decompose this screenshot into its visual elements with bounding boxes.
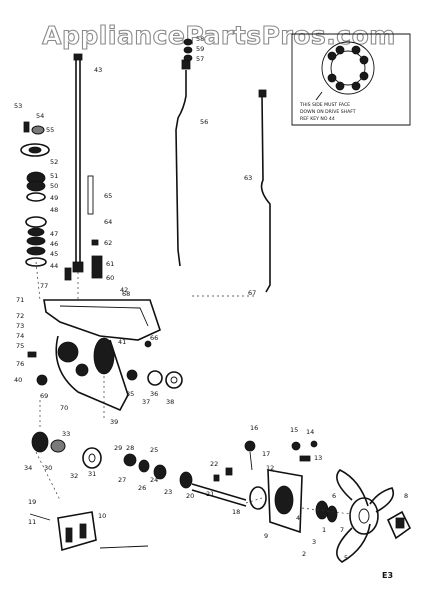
propshaft-assembly	[31, 431, 338, 534]
bearing-inset: THIS SIDE MUST FACE DOWN ON DRIVE SHAFT …	[291, 33, 411, 126]
callout-60: 60	[106, 274, 114, 282]
callout-30: 30	[44, 464, 52, 472]
callout-66: 66	[150, 334, 158, 342]
callout-34: 34	[24, 464, 32, 472]
callout-72: 72	[16, 312, 24, 320]
callout-50: 50	[50, 182, 58, 190]
callout-7: 7	[340, 526, 344, 534]
callout-1: 1	[322, 526, 326, 534]
callout-63: 63	[244, 174, 252, 182]
callout-57: 57	[196, 55, 204, 63]
callout-42: 42	[120, 286, 128, 294]
callout-8: 8	[404, 492, 408, 500]
callout-35: 35	[126, 390, 134, 398]
watermark-text: AppliancePartsPros.com	[42, 21, 396, 50]
inset-note-line-1: THIS SIDE MUST FACE	[299, 102, 350, 108]
callout-19: 19	[28, 498, 36, 506]
leader-lines	[35, 261, 351, 515]
callout-27: 27	[118, 476, 126, 484]
callout-64: 64	[104, 218, 112, 226]
callout-36: 36	[150, 390, 158, 398]
callout-3: 3	[312, 538, 316, 546]
callout-49: 49	[50, 194, 58, 202]
callout-16: 16	[250, 424, 258, 432]
callout-76: 76	[16, 360, 24, 368]
callout-62: 62	[104, 239, 112, 247]
callout-2: 2	[302, 550, 306, 558]
inset-note-line-2: DOWN ON DRIVE SHAFT	[300, 109, 356, 115]
upper-bearing-stack	[20, 121, 50, 267]
propeller	[336, 469, 412, 563]
callout-40: 40	[14, 376, 22, 384]
callout-59: 59	[196, 45, 204, 53]
callout-58: 58	[196, 35, 204, 43]
callout-47: 47	[50, 230, 58, 238]
callout-74: 74	[16, 332, 24, 340]
callout-61: 61	[106, 260, 114, 268]
callout-10: 10	[98, 512, 106, 520]
water-tube	[258, 89, 271, 293]
callout-70: 70	[60, 404, 68, 412]
callout-46: 46	[50, 240, 58, 248]
callout-56: 56	[200, 118, 208, 126]
callout-32: 32	[70, 472, 78, 480]
callout-68: 68	[122, 290, 130, 298]
callout-20: 20	[186, 492, 194, 500]
callout-71: 71	[16, 296, 24, 304]
lower-bracket	[29, 511, 149, 552]
callout-29: 29	[114, 444, 122, 452]
callout-53: 53	[14, 102, 22, 110]
callout-24: 24	[150, 476, 158, 484]
callout-39: 39	[110, 418, 118, 426]
callout-25: 25	[150, 446, 158, 454]
callout-22: 22	[210, 460, 218, 468]
callout-23: 23	[164, 488, 172, 496]
gearcase-housing	[27, 299, 161, 412]
callout-18: 18	[232, 508, 240, 516]
callout-77: 77	[40, 282, 48, 290]
callout-12: 12	[266, 464, 274, 472]
callout-14: 14	[306, 428, 314, 436]
callout-28: 28	[126, 444, 134, 452]
callout-4: 4	[296, 514, 300, 522]
callout-52: 52	[50, 158, 58, 166]
gearcase-washers	[126, 340, 183, 389]
callout-54: 54	[36, 112, 44, 120]
callout-21: 21	[206, 490, 214, 498]
inset-note-line-3: REF KEY NO 44	[300, 116, 335, 122]
callout-55: 55	[46, 126, 54, 134]
callout-31: 31	[88, 470, 96, 478]
callout-37: 37	[142, 398, 150, 406]
callout-5: 5	[344, 554, 348, 562]
callout-11: 11	[28, 518, 36, 526]
callout-26: 26	[138, 484, 146, 492]
callout-69: 69	[40, 392, 48, 400]
callout-13: 13	[314, 454, 322, 462]
driveshaft	[72, 53, 84, 273]
callout-9: 9	[264, 532, 268, 540]
callout-38: 38	[166, 398, 174, 406]
mid-shaft-parts	[64, 175, 103, 281]
callout-65: 65	[104, 192, 112, 200]
page-number: E3	[382, 571, 393, 580]
callout-15: 15	[290, 426, 298, 434]
callout-17: 17	[262, 450, 270, 458]
callout-43: 43	[94, 66, 102, 74]
shift-rod	[175, 38, 193, 267]
callout-51: 51	[50, 172, 58, 180]
callout-6: 6	[332, 492, 336, 500]
callout-44: 44	[50, 262, 58, 270]
callout-75: 75	[16, 342, 24, 350]
callout-33: 33	[62, 430, 70, 438]
callout-48: 48	[50, 206, 58, 214]
callout-labels: 43 58 59 57 56 63 53 54 55 52 51 50 49 4…	[14, 35, 408, 562]
callout-41: 41	[118, 338, 126, 346]
callout-45: 45	[50, 250, 58, 258]
callout-73: 73	[16, 322, 24, 330]
callout-67: 67	[248, 289, 256, 297]
